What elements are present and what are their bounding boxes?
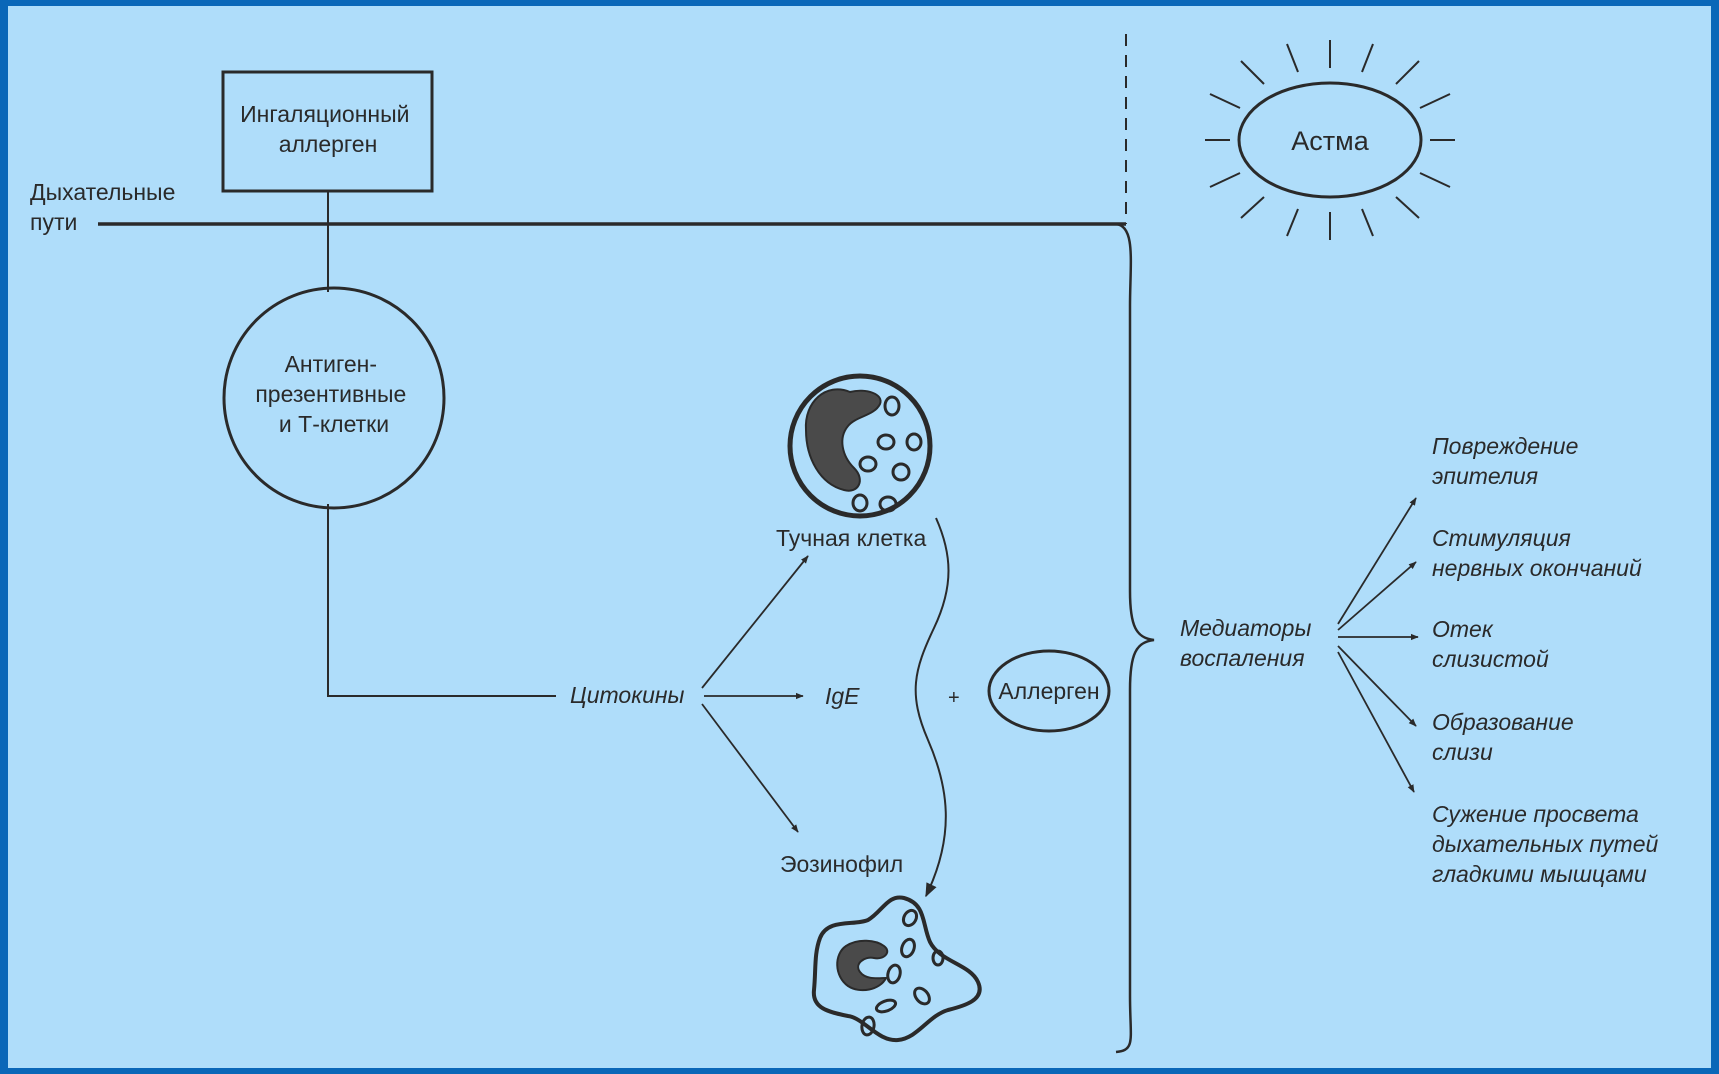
arrow-effect-mucus — [1337, 645, 1417, 727]
apc-tcell-circle — [222, 286, 446, 510]
mast-cell-label: Тучная клетка — [776, 525, 926, 551]
allergen-label: Аллерген — [998, 678, 1099, 704]
diagram-panel: Дыхательные пути Ингаляционный аллерген … — [8, 6, 1711, 1068]
plus-sign: + — [948, 687, 960, 709]
asthma-sun-icon: Астма — [1205, 40, 1455, 240]
eosinophil-label: Эозинофил — [780, 851, 903, 877]
effect-nerves-label: Стимуляция нервных окончаний — [1432, 525, 1642, 581]
allergen-ellipse — [987, 649, 1111, 733]
inhaled-allergen-label: Ингаляционный аллерген — [240, 101, 416, 157]
ige-label: IgE — [825, 683, 860, 709]
effect-epithelium-label: Повреждение эпителия — [1432, 433, 1585, 489]
arrow-cytokines-mast — [701, 555, 809, 689]
arrow-effect-epithelium — [1337, 497, 1417, 625]
asthma-ellipse — [1237, 81, 1423, 199]
asthma-label: Астма — [1291, 126, 1369, 156]
effect-mucus-label: Образование слизи — [1432, 709, 1580, 765]
mediators-label: Медиаторы воспаления — [1180, 615, 1318, 671]
asthma-rays — [1205, 40, 1455, 240]
connector-apc-cytokines — [327, 504, 556, 697]
eosinophil-icon — [811, 895, 982, 1043]
arrow-effect-constriction — [1337, 651, 1415, 793]
effect-arrows — [1337, 497, 1419, 793]
effect-edema-label: Отек слизистой — [1432, 616, 1549, 672]
airways-label: Дыхательные пути — [30, 179, 182, 235]
apc-tcell-label: Антиген- презентивные и Т-клетки — [255, 351, 412, 437]
cytokines-label: Цитокины — [570, 682, 685, 708]
arrow-effect-nerves — [1337, 561, 1417, 631]
wavy-arrow-mast-to-eosinophil — [914, 517, 950, 898]
mast-cell-icon — [787, 373, 933, 519]
asthma-pathogenesis-diagram: Дыхательные пути Ингаляционный аллерген … — [30, 34, 1665, 1054]
right-brace — [1115, 222, 1155, 1054]
arrow-cytokines-eosinophil — [701, 703, 799, 833]
effect-constriction-label: Сужение просвета дыхательных путей гладк… — [1432, 801, 1665, 887]
